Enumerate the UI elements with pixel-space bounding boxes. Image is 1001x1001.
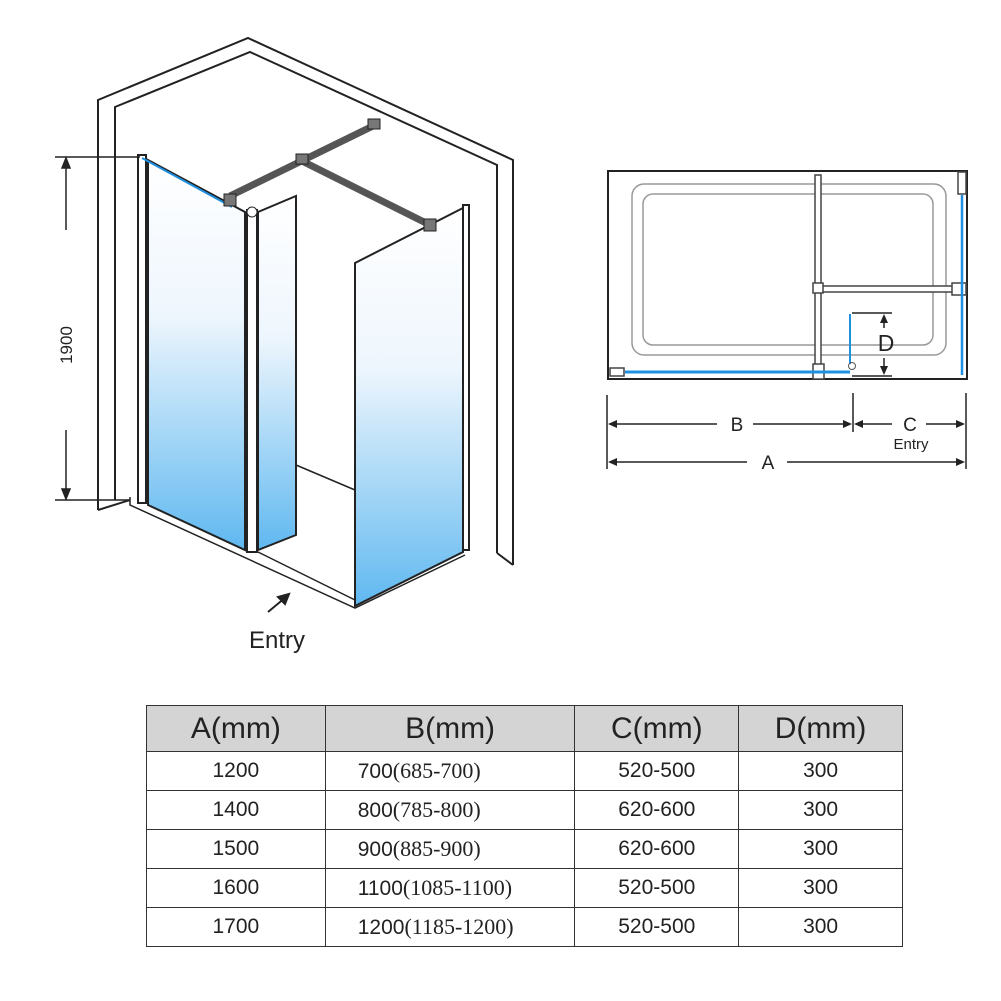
- header-c: C(mm): [574, 705, 740, 752]
- cell-c: 620-600: [574, 829, 740, 869]
- plan-label-c: C: [903, 415, 917, 436]
- shower-diagram: 1900 Entry: [55, 36, 968, 654]
- wall: [97, 36, 514, 566]
- cell-b: 700(685-700): [324, 751, 576, 791]
- cell-c: 520-500: [574, 907, 740, 947]
- header-a: A(mm): [146, 705, 326, 752]
- cell-b: 800(785-800): [324, 790, 576, 830]
- height-dimension: [55, 155, 140, 502]
- return-glass-panel: [257, 194, 297, 552]
- cell-d: 300: [738, 790, 903, 830]
- b-range: (885-900): [392, 836, 481, 861]
- header-b: B(mm): [324, 705, 576, 752]
- left-wall-profile: [137, 154, 147, 504]
- support-bars: [228, 121, 432, 229]
- table-header-row: A(mm) B(mm) C(mm) D(mm): [146, 705, 903, 752]
- b-main: 1100: [357, 877, 403, 900]
- glass-top-edge: [141, 157, 233, 208]
- plan-label-a: A: [762, 453, 775, 474]
- cell-c: 520-500: [574, 868, 740, 908]
- cell-b: 1200(1185-1200): [324, 907, 576, 947]
- b-main: 1200: [357, 916, 405, 939]
- cell-c: 620-600: [574, 790, 740, 830]
- shower-tray: [129, 464, 466, 609]
- isometric-view: [55, 36, 514, 613]
- return-panel-edge: [246, 209, 258, 553]
- cell-b: 900(885-900): [324, 829, 576, 869]
- cell-d: 300: [738, 868, 903, 908]
- bar-connectors: [223, 118, 437, 232]
- b-main: 700: [357, 760, 393, 783]
- cell-b: 1100(1085-1100): [324, 868, 576, 908]
- table-row: 1200 700(685-700) 520-500 300: [146, 751, 903, 791]
- plan-view: [606, 170, 968, 469]
- plan-label-d: D: [878, 330, 895, 356]
- table-row: 1500 900(885-900) 620-600 300: [146, 829, 903, 869]
- plan-bars: [609, 171, 967, 380]
- table-row: 1600 1100(1085-1100) 520-500 300: [146, 868, 903, 908]
- cell-c: 520-500: [574, 751, 740, 791]
- cell-d: 300: [738, 751, 903, 791]
- cell-a: 1700: [146, 907, 326, 947]
- dimension-lines: [606, 312, 967, 469]
- height-label: 1900: [57, 326, 76, 364]
- b-range: (685-700): [392, 758, 481, 783]
- b-range: (1085-1100): [402, 875, 513, 900]
- cell-a: 1400: [146, 790, 326, 830]
- cell-a: 1600: [146, 868, 326, 908]
- entry-label: Entry: [249, 627, 305, 654]
- left-glass-panel: [147, 158, 246, 552]
- dimensions-table: A(mm) B(mm) C(mm) D(mm) 1200 700(685-700…: [146, 705, 903, 947]
- entry-arrow-icon: [267, 592, 291, 613]
- dimension-arrowheads: [608, 314, 965, 466]
- cell-d: 300: [738, 907, 903, 947]
- b-range: (785-800): [392, 797, 481, 822]
- plan-label-b: B: [731, 415, 744, 436]
- b-main: 900: [357, 838, 393, 861]
- cell-d: 300: [738, 829, 903, 869]
- b-range: (1185-1200): [404, 914, 514, 939]
- cell-a: 1200: [146, 751, 326, 791]
- plan-label-entry: Entry: [893, 436, 929, 453]
- cell-a: 1500: [146, 829, 326, 869]
- tray-outline: [607, 170, 968, 380]
- right-wall-profile: [462, 204, 470, 551]
- header-d: D(mm): [738, 705, 903, 752]
- b-main: 800: [357, 799, 393, 822]
- right-glass-panel: [354, 206, 464, 608]
- table-row: 1400 800(785-800) 620-600 300: [146, 790, 903, 830]
- table-row: 1700 1200(1185-1200) 520-500 300: [146, 907, 903, 947]
